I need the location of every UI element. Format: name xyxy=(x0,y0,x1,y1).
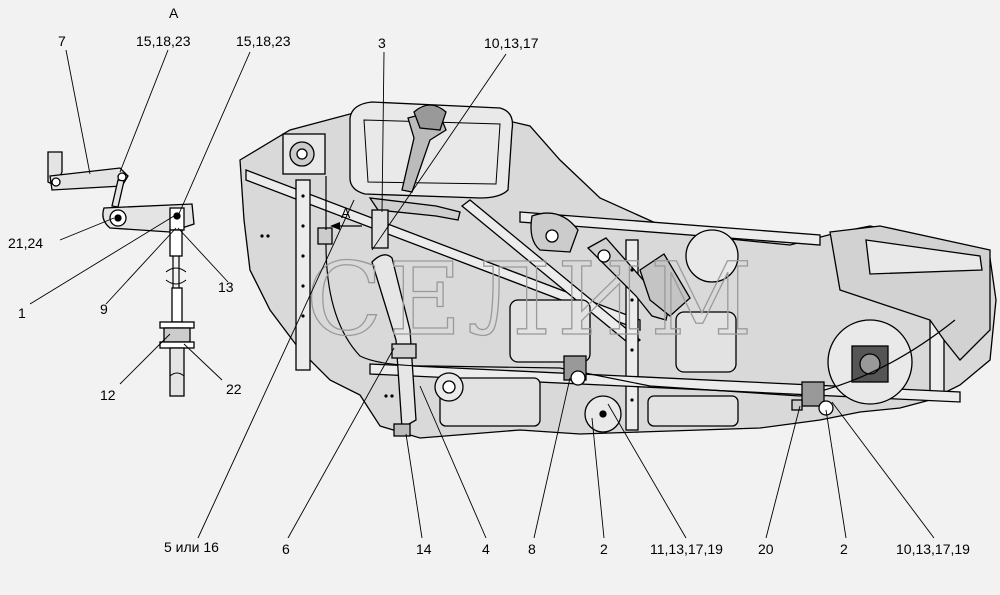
callout-15-18-23: 15,18,23 xyxy=(236,33,291,49)
pedal-bracket-hole xyxy=(545,229,559,243)
filter-body xyxy=(371,209,389,249)
fuel-tank xyxy=(349,101,514,199)
control-knob-center xyxy=(296,148,308,160)
detail-break-mark xyxy=(165,267,187,285)
watermark-text: СЕЛИМ xyxy=(306,241,759,358)
linkage-clamp xyxy=(317,227,333,245)
pedal-plate xyxy=(639,253,691,317)
section-arrow-a: А xyxy=(330,205,362,230)
callout-4: 4 xyxy=(482,541,490,557)
callout-10-13-17-top: 10,13,17 xyxy=(484,35,539,51)
callout-1: 1 xyxy=(18,305,26,321)
detail-main-pivot-pin xyxy=(114,214,122,222)
callout-6: 6 xyxy=(282,541,290,557)
callout-14: 14 xyxy=(416,541,432,557)
detail-sheath-break xyxy=(169,372,185,377)
tank-cap xyxy=(413,104,447,131)
callout-2-left: 2 xyxy=(600,541,608,557)
callout-3: 3 xyxy=(378,35,386,51)
callout-7: 7 xyxy=(58,33,66,49)
detail-sheath xyxy=(169,347,185,397)
rivets xyxy=(260,194,634,402)
callout-13: 13 xyxy=(218,279,234,295)
view-label-a: А xyxy=(169,5,179,21)
section-arrow-label: А xyxy=(341,205,351,221)
callout-9: 9 xyxy=(100,301,108,317)
callout-8: 8 xyxy=(528,541,536,557)
leader-lines xyxy=(29,49,935,539)
frame-rail-diagonal-1 xyxy=(245,169,641,331)
callouts: А 7 15,18,23 15,18,23 3 10,13,17 21,24 1… xyxy=(8,5,970,557)
callout-21-24: 21,24 xyxy=(8,235,43,251)
callout-2-right: 2 xyxy=(840,541,848,557)
rear-hub-center xyxy=(859,353,881,375)
control-cable xyxy=(325,243,801,397)
section-arrow-head xyxy=(330,222,340,230)
callout-10-13-17-19-bottom: 10,13,17,19 xyxy=(896,541,970,557)
panel-center xyxy=(509,299,591,363)
callout-12: 12 xyxy=(100,387,116,403)
cable-bracket-20 xyxy=(791,399,803,411)
frame-rail-upper xyxy=(519,211,821,246)
detail-nut xyxy=(163,327,191,343)
detail-cable-end xyxy=(169,229,183,257)
detail-view-a xyxy=(47,151,195,397)
detail-washer-top xyxy=(159,321,195,329)
cable-connector-2-nut xyxy=(818,400,834,416)
detail-upper-lever xyxy=(49,167,129,191)
callout-11-13-17-19: 11,13,17,19 xyxy=(650,541,723,557)
callout-20: 20 xyxy=(758,541,774,557)
detail-pivot-left xyxy=(51,177,61,187)
pipe-end xyxy=(393,423,411,437)
round-cover-center xyxy=(599,410,607,418)
detail-washer-bottom xyxy=(159,341,195,349)
callout-5-or-16: 5 или 16 xyxy=(164,539,219,555)
main-assembly xyxy=(239,101,997,439)
round-hatch xyxy=(685,229,739,283)
pillar-left xyxy=(295,179,311,371)
rear-seat-top xyxy=(865,239,983,275)
pedal-arm-pivot xyxy=(597,249,611,263)
cable-connector-1-nut xyxy=(570,370,586,386)
panel-lower-left xyxy=(439,377,541,427)
drain-port-center xyxy=(442,380,456,394)
detail-cable-housing xyxy=(171,287,183,323)
fuel-tank-inner xyxy=(363,119,501,185)
cable-connector-2 xyxy=(801,381,825,407)
panel-right xyxy=(675,311,737,373)
callout-15-18-23-detail: 15,18,23 xyxy=(136,33,191,49)
panel-lower xyxy=(647,395,739,427)
callout-22: 22 xyxy=(226,381,242,397)
